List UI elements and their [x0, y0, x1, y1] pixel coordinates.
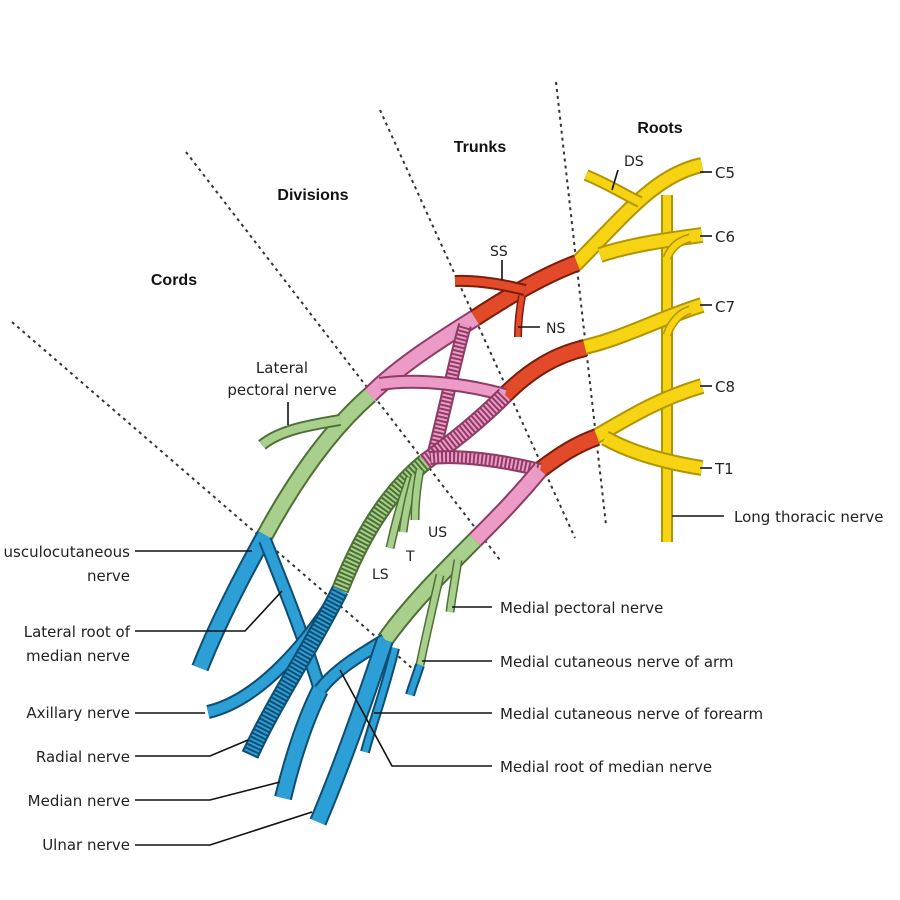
suprascapular-nerve [454, 276, 526, 294]
medial-cutaneous-nerve-of-forearm [362, 647, 398, 753]
label-lateral-pectoral-line1: Lateral [256, 359, 308, 377]
region-label-divisions: Divisions [277, 187, 348, 204]
root-t1 [602, 432, 703, 474]
branch-label-ds: DS [624, 154, 644, 170]
root-label-c8: C8 [715, 378, 735, 396]
trunks [454, 254, 601, 478]
radial-nerve [243, 586, 347, 758]
root-label-t1: T1 [714, 460, 734, 478]
divisions [363, 310, 547, 547]
root-label-c6: C6 [715, 228, 735, 246]
thoracodorsal-nerve [400, 474, 418, 533]
lateral-root-of-median [260, 538, 325, 692]
terminal-branches [191, 530, 425, 826]
divisions-cords-boundary [185, 151, 501, 561]
roots [569, 157, 705, 542]
nerve-to-subclavius [515, 295, 525, 338]
label-radial-nerve: Radial nerve [36, 748, 130, 766]
label-medial-pectoral-nerve: Medial pectoral nerve [500, 599, 663, 617]
roots-trunks-boundary [555, 81, 607, 526]
label-lateral-pectoral-line2: pectoral nerve [227, 381, 336, 399]
branch-label-t: T [405, 549, 415, 565]
root-c8 [592, 380, 704, 443]
trunks-divisions-boundary [379, 109, 576, 539]
region-boundaries [11, 81, 607, 676]
lateral-cord [258, 389, 375, 539]
posterior-cord [333, 456, 430, 593]
leader-lines [135, 169, 724, 846]
lower-subscapular-nerve [387, 476, 413, 549]
label-musculocutaneous-line2: nerve [87, 567, 130, 585]
label-median-nerve: Median nerve [28, 792, 130, 810]
upper-subscapular-nerve [412, 469, 423, 521]
median-nerve [276, 686, 327, 800]
label-medial-cutaneous-forearm: Medial cutaneous nerve of forearm [500, 705, 763, 723]
lower-posterior-division [429, 452, 542, 475]
lower-anterior-division [470, 465, 546, 545]
label-musculocutaneous-line1: usculocutaneous [4, 543, 131, 561]
medial-pectoral-nerve [447, 559, 461, 613]
lower-trunk [535, 430, 600, 476]
cords-branches-boundary [11, 321, 421, 676]
cords [257, 388, 482, 666]
dorsal-scapular-nerve [584, 171, 642, 206]
medial-cutaneous-nerve-of-arm [417, 574, 443, 666]
label-lateral-root-line2: median nerve [26, 647, 130, 665]
label-medial-root-median: Medial root of median nerve [500, 758, 712, 776]
label-lateral-root-line1: Lateral root of [24, 623, 131, 641]
label-ulnar-nerve: Ulnar nerve [42, 836, 130, 854]
region-label-trunks: Trunks [454, 139, 507, 156]
root-label-c5: C5 [715, 164, 735, 182]
region-label-cords: Cords [151, 272, 197, 289]
label-long-thoracic-nerve: Long thoracic nerve [734, 508, 883, 526]
lateral-pectoral-nerve [259, 416, 341, 449]
root-c6 [598, 229, 703, 261]
middle-trunk [500, 341, 587, 400]
branch-label-ns: NS [546, 321, 565, 337]
branch-label-ls: LS [372, 567, 389, 583]
branch-label-ss: SS [490, 244, 508, 260]
branch-label-us: US [428, 525, 447, 541]
upper-trunk [471, 256, 580, 324]
medial-cord [379, 535, 480, 645]
region-label-roots: Roots [637, 120, 682, 137]
middle-anterior-division [379, 376, 507, 400]
musculocutaneous-nerve [193, 531, 272, 671]
root-label-c7: C7 [715, 298, 735, 316]
label-axillary-nerve: Axillary nerve [26, 704, 130, 722]
ulnar-nerve [311, 637, 392, 825]
label-medial-cutaneous-arm: Medial cutaneous nerve of arm [500, 653, 734, 671]
